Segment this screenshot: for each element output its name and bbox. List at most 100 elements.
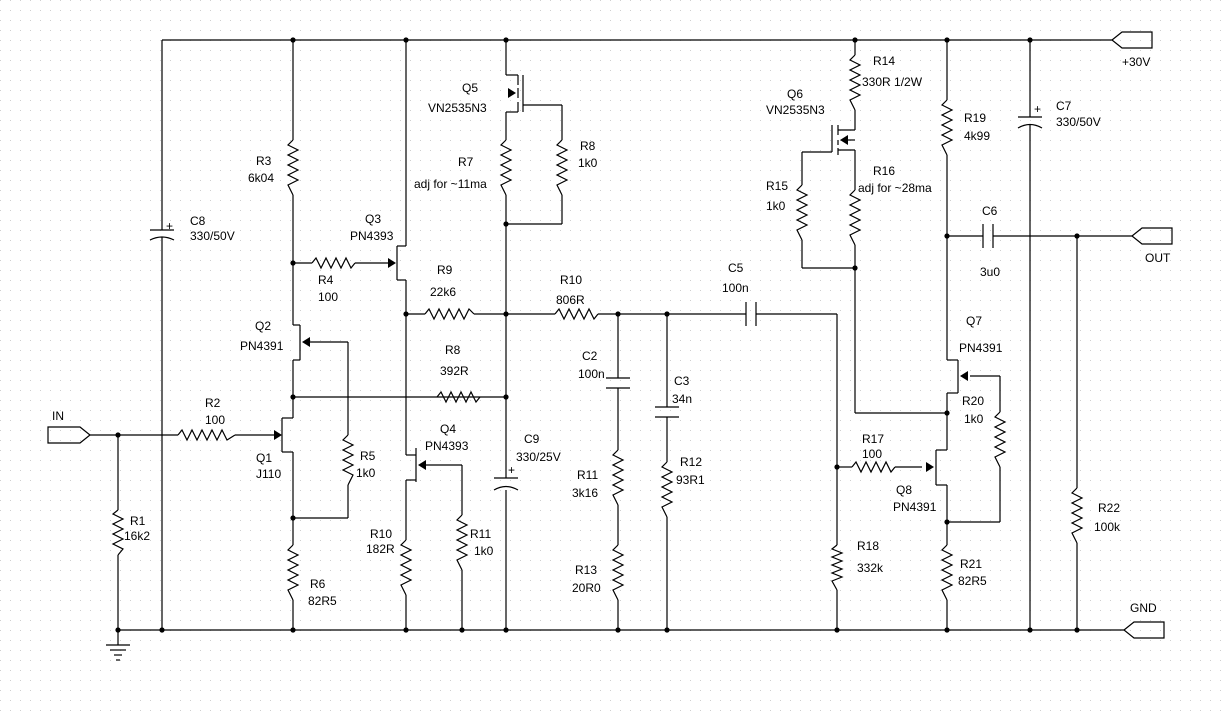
- c2-capacitor: C2 100n: [578, 349, 630, 389]
- svg-text:1k0: 1k0: [964, 412, 984, 426]
- svg-text:+: +: [508, 463, 515, 477]
- svg-text:330/50V: 330/50V: [1056, 115, 1101, 129]
- svg-text:1k0: 1k0: [766, 199, 786, 213]
- r13-resistor: R13 20R0: [572, 544, 625, 601]
- r22-resistor: R22 100k: [1070, 487, 1121, 544]
- svg-text:Q7: Q7: [966, 314, 982, 328]
- svg-text:330/25V: 330/25V: [516, 450, 561, 464]
- svg-text:100n: 100n: [722, 281, 749, 295]
- r7-resistor: R7 adj for ~11ma: [414, 139, 513, 196]
- svg-text:C8: C8: [190, 214, 206, 228]
- r5-resistor: R5 1k0: [341, 434, 376, 486]
- svg-text:Q3: Q3: [365, 212, 381, 226]
- svg-text:1k0: 1k0: [474, 544, 494, 558]
- svg-text:R22: R22: [1098, 501, 1120, 515]
- vplus-port: +30V: [1111, 31, 1153, 69]
- svg-text:R5: R5: [360, 449, 376, 463]
- q5-column-wires: [505, 40, 563, 630]
- svg-text:1k0: 1k0: [578, 156, 598, 170]
- q1-q2-column-wires: [292, 40, 480, 630]
- svg-text:R8: R8: [445, 343, 461, 357]
- svg-text:adj for ~11ma: adj for ~11ma: [414, 177, 487, 191]
- svg-text:R19: R19: [964, 111, 986, 125]
- c5-capacitor: C5 100n: [722, 261, 837, 326]
- svg-text:20R0: 20R0: [572, 581, 601, 595]
- q6-column-wires: [801, 40, 947, 414]
- svg-text:J110: J110: [256, 467, 281, 481]
- svg-text:Q4: Q4: [440, 422, 456, 436]
- in-label: IN: [52, 409, 64, 423]
- r10-182-resistor: R10 182R: [366, 527, 413, 596]
- junction-dots: [115, 37, 1080, 633]
- svg-text:4k99: 4k99: [964, 129, 990, 143]
- in-port: IN: [47, 409, 91, 444]
- svg-text:R2: R2: [205, 396, 221, 410]
- svg-text:VN2535N3: VN2535N3: [428, 101, 487, 115]
- svg-text:6k04: 6k04: [248, 171, 274, 185]
- svg-text:182R: 182R: [366, 542, 395, 556]
- svg-text:Q8: Q8: [896, 483, 912, 497]
- svg-text:330R 1/2W: 330R 1/2W: [862, 75, 923, 89]
- svg-text:R7: R7: [458, 155, 474, 169]
- svg-text:R11: R11: [470, 527, 491, 541]
- svg-text:R8: R8: [580, 139, 596, 153]
- svg-text:392R: 392R: [440, 364, 469, 378]
- c9-capacitor: + C9 330/25V: [493, 432, 561, 491]
- r20-resistor: R20 1k0: [962, 394, 1007, 468]
- c8-capacitor: + C8 330/50V: [149, 40, 235, 630]
- svg-text:82R5: 82R5: [958, 574, 987, 588]
- q3-jfet: Q3 PN4393: [350, 212, 406, 281]
- svg-text:1k0: 1k0: [356, 466, 376, 480]
- svg-text:R10: R10: [560, 273, 582, 287]
- r17-resistor: R17 100: [851, 432, 922, 474]
- q5-mosfet: Q5 VN2535N3: [428, 74, 562, 115]
- svg-text:3u0: 3u0: [980, 265, 1000, 279]
- svg-text:C7: C7: [1056, 99, 1072, 113]
- svg-text:C2: C2: [582, 349, 598, 363]
- svg-text:R13: R13: [575, 563, 597, 577]
- svg-text:R6: R6: [310, 577, 326, 591]
- svg-text:R3: R3: [256, 154, 272, 168]
- input-wires: [90, 434, 274, 630]
- q3-column-wires: [405, 40, 425, 630]
- svg-text:R21: R21: [960, 557, 982, 571]
- svg-text:C3: C3: [674, 374, 690, 388]
- r6-resistor: R6 82R5: [286, 544, 337, 608]
- svg-text:100: 100: [318, 290, 338, 304]
- q4-jfet: Q4 PN4393: [406, 422, 469, 630]
- svg-text:PN4393: PN4393: [350, 229, 394, 243]
- svg-text:330/50V: 330/50V: [190, 229, 235, 243]
- r8-1k0-resistor: R8 1k0: [555, 139, 598, 196]
- svg-text:332k: 332k: [857, 561, 884, 575]
- svg-text:16k2: 16k2: [124, 529, 150, 543]
- c3-capacitor: C3 34n: [655, 374, 692, 418]
- c7-capacitor: + C7 330/50V: [1017, 40, 1101, 630]
- svg-text:PN4391: PN4391: [959, 341, 1003, 355]
- c6-capacitor: C6 3u0: [980, 204, 1132, 279]
- svg-text:R20: R20: [962, 394, 984, 408]
- r1-resistor: R1 16k2: [111, 509, 150, 556]
- r8-392-resistor: R8 392R: [436, 343, 506, 404]
- r15-resistor: R15 1k0: [766, 179, 809, 241]
- svg-text:adj for ~28ma: adj for ~28ma: [858, 181, 932, 195]
- svg-text:Q6: Q6: [787, 87, 803, 101]
- svg-text:806R: 806R: [556, 293, 585, 307]
- svg-text:22k6: 22k6: [430, 285, 456, 299]
- svg-text:R18: R18: [857, 539, 879, 553]
- r2-resistor: R2 100: [177, 396, 236, 442]
- svg-text:100: 100: [862, 447, 882, 461]
- q1-jfet: Q1 J110: [256, 417, 293, 481]
- out-label: OUT: [1145, 251, 1171, 265]
- svg-text:R11: R11: [577, 468, 598, 482]
- svg-text:100k: 100k: [1094, 520, 1121, 534]
- svg-text:R10: R10: [370, 527, 392, 541]
- svg-text:R12: R12: [680, 455, 702, 469]
- svg-text:Q5: Q5: [462, 81, 478, 95]
- svg-text:82R5: 82R5: [308, 594, 337, 608]
- r14-resistor: R14 330R 1/2W: [848, 54, 923, 111]
- r11-3k16-resistor: R11 3k16: [572, 449, 625, 506]
- svg-text:R16: R16: [873, 164, 895, 178]
- svg-text:Q2: Q2: [255, 319, 271, 333]
